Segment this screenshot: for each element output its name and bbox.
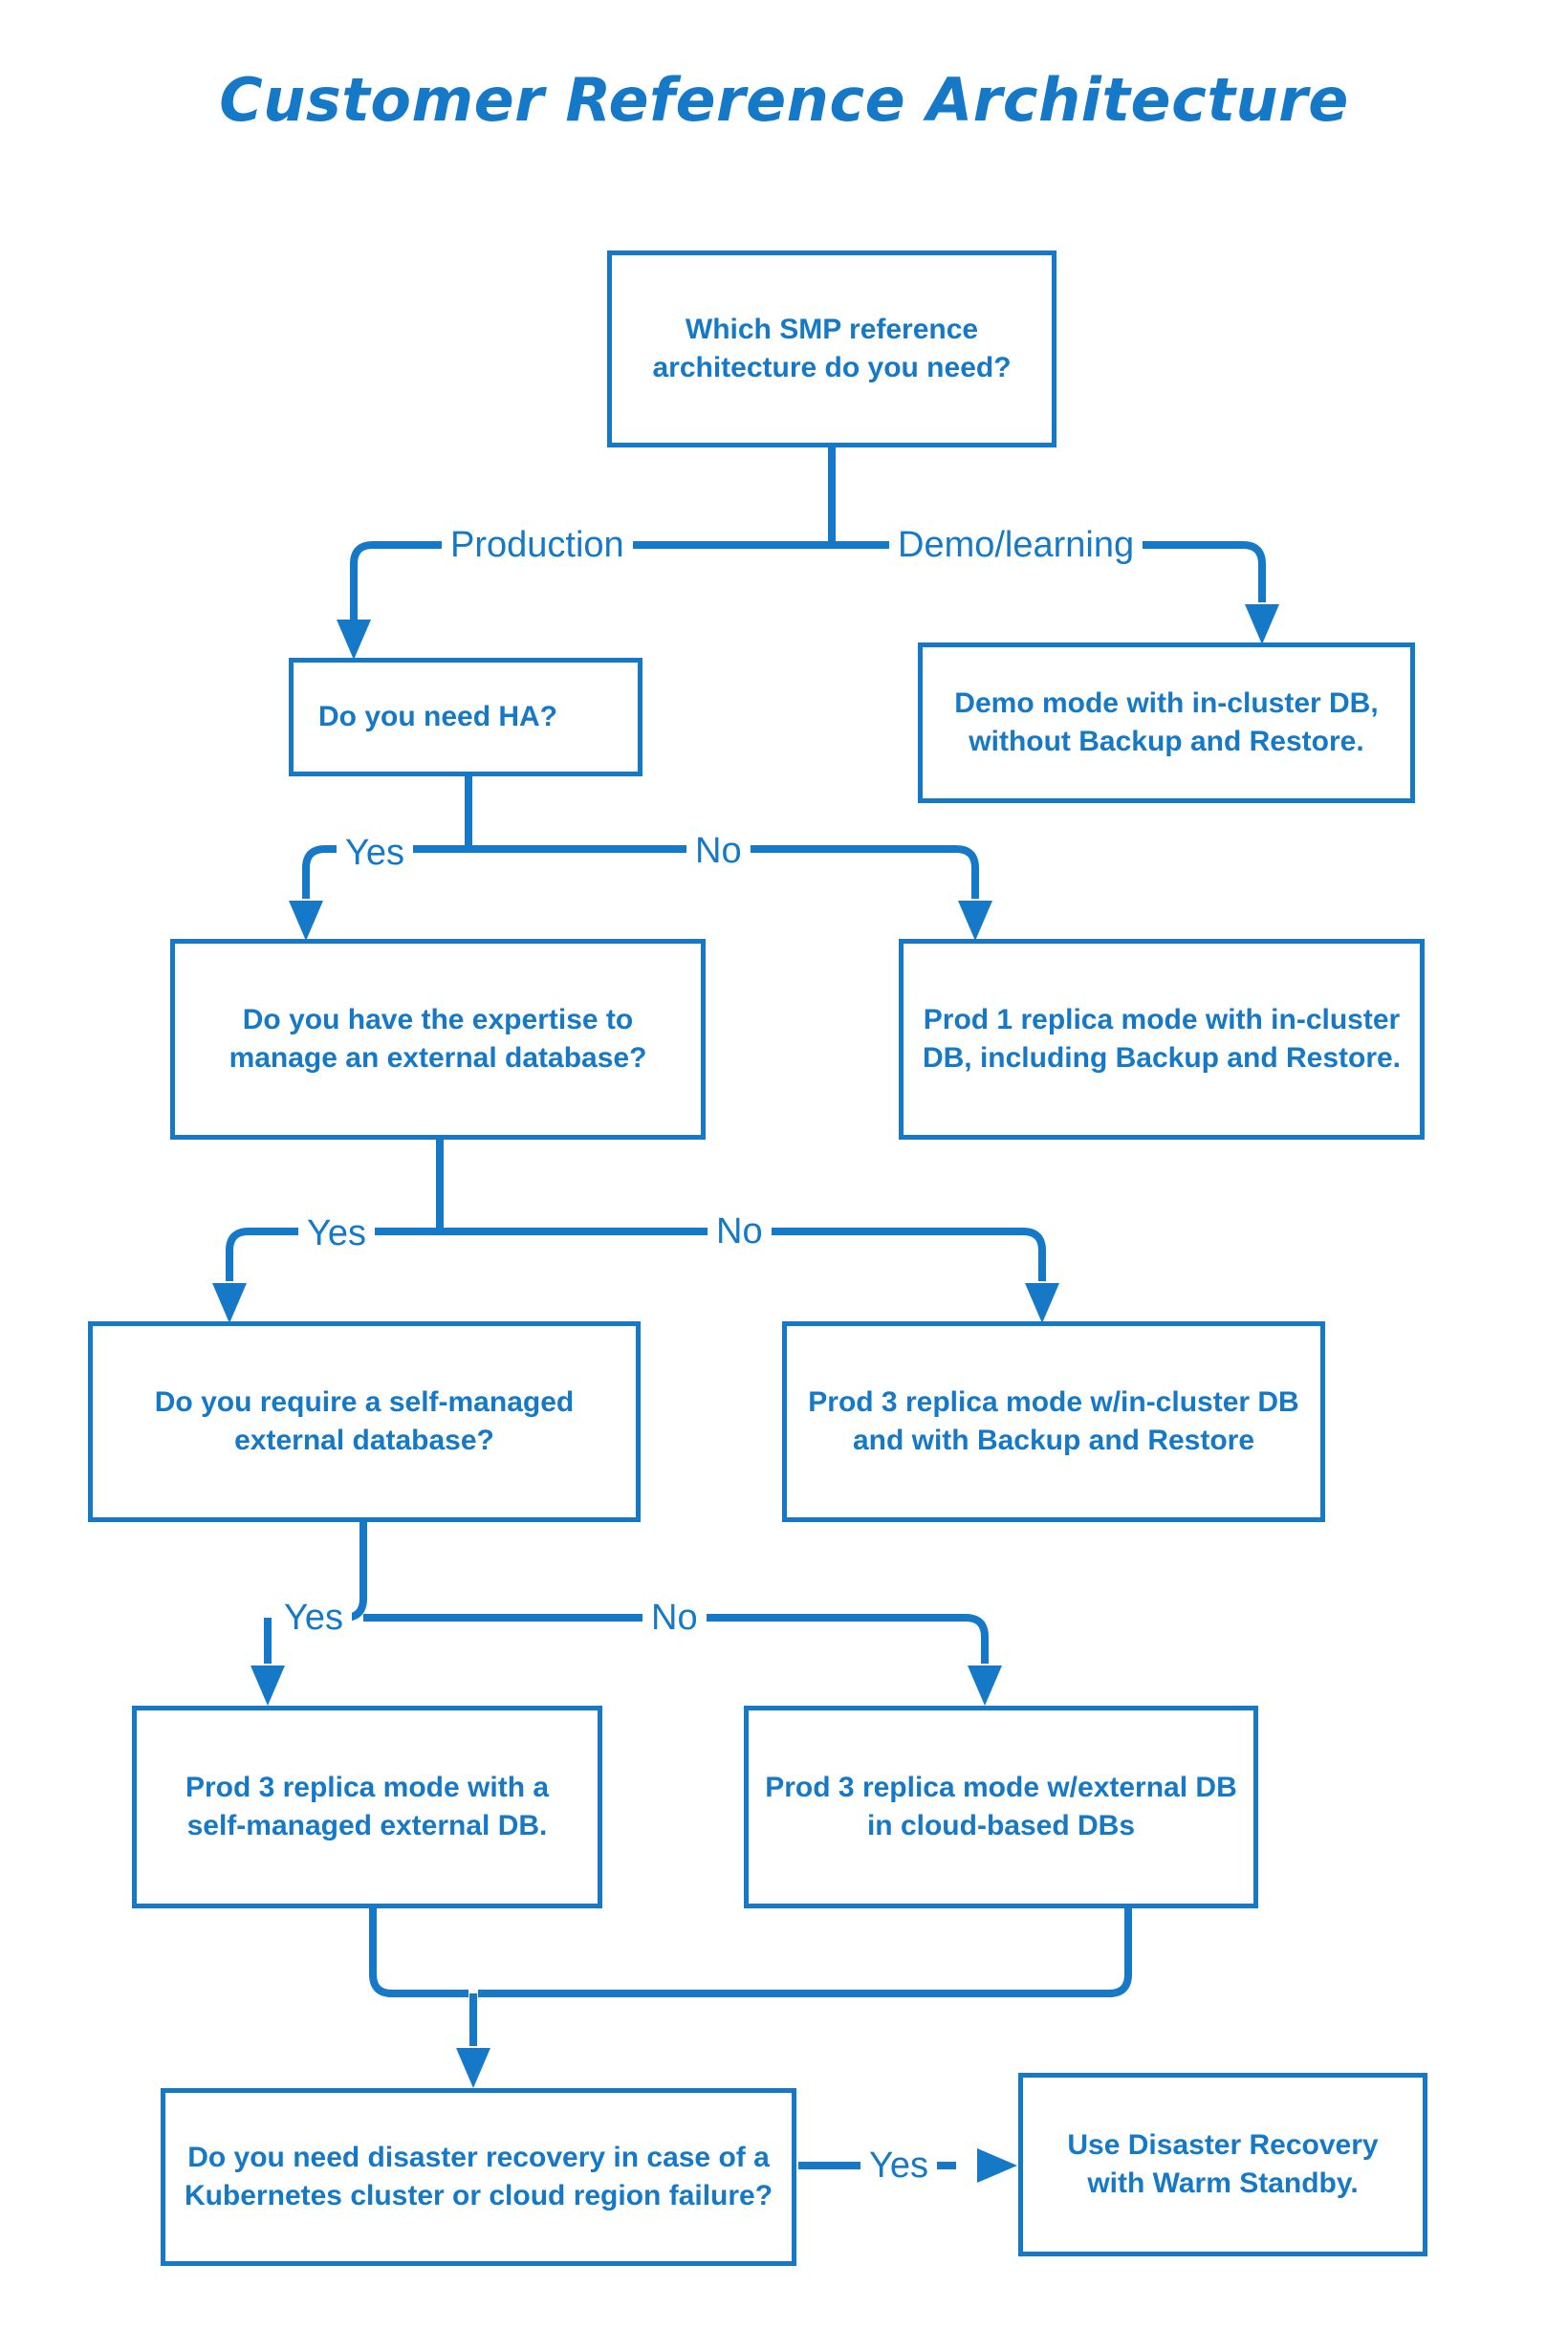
edge-label-dr-yes: Yes (860, 2147, 937, 2184)
arrowhead-n10 (456, 2048, 490, 2088)
edge-n2-to-n5 (468, 845, 979, 899)
node-do-you-need-ha: Do you need HA? (289, 658, 642, 776)
edge-label-ha-no: No (686, 833, 751, 869)
edge-n2-to-n4 (302, 845, 468, 899)
node-label: Do you have the expertise to manage an e… (229, 1004, 647, 1074)
node-label: Which SMP reference architecture do you … (652, 314, 1012, 383)
node-label: Do you require a self-managed external d… (154, 1386, 575, 1456)
edge-n6-to-n9 (363, 1614, 989, 1664)
node-which-smp-reference-architecture: Which SMP reference architecture do you … (607, 250, 1056, 447)
arrowhead-n9 (968, 1666, 1002, 1706)
arrowhead-n7 (1025, 1283, 1059, 1323)
node-label: Prod 3 replica mode w/in-cluster DB and … (808, 1386, 1299, 1456)
arrowhead-n5 (958, 901, 992, 941)
edge-n1-to-n3 (832, 541, 1266, 602)
node-prod-1-replica-mode: Prod 1 replica mode with in-cluster DB, … (899, 939, 1425, 1140)
node-label: Prod 1 replica mode with in-cluster DB, … (922, 1004, 1402, 1074)
node-use-disaster-recovery-warm-standby: Use Disaster Recovery with Warm Standby. (1018, 2073, 1427, 2256)
arrowhead-n2 (337, 620, 371, 660)
node-expertise-external-database: Do you have the expertise to manage an e… (170, 939, 706, 1140)
node-need-disaster-recovery: Do you need disaster recovery in case of… (161, 2088, 796, 2266)
node-require-self-managed-external-db: Do you require a self-managed external d… (88, 1321, 641, 1522)
edge-n4-to-n6 (226, 1228, 440, 1281)
edge-n9-merge (478, 1907, 1132, 1997)
arrowhead-n4 (289, 901, 323, 941)
edge-n8-merge (369, 1907, 468, 1997)
edge-label-selfmanaged-yes: Yes (275, 1600, 352, 1636)
node-label: Prod 3 replica mode w/external DB in clo… (765, 1772, 1237, 1841)
node-label: Use Disaster Recovery with Warm Standby. (1067, 2129, 1379, 2199)
edge-n1-to-n2 (350, 541, 832, 602)
node-demo-mode-in-cluster-db: Demo mode with in-cluster DB, without Ba… (918, 642, 1415, 803)
node-prod-3-replica-cloud-based-dbs: Prod 3 replica mode w/external DB in clo… (744, 1706, 1258, 1908)
edge-label-expertise-yes: Yes (298, 1215, 375, 1252)
arrowhead-n8 (250, 1666, 285, 1706)
arrowhead-n3 (1245, 604, 1279, 644)
edge-label-selfmanaged-no: No (642, 1600, 707, 1636)
edge-label-production: Production (442, 527, 633, 563)
arrowhead-n11 (977, 2148, 1017, 2183)
edge-n4-to-n7 (440, 1228, 1046, 1281)
node-label: Demo mode with in-cluster DB, without Ba… (954, 687, 1379, 757)
node-label: Do you need HA? (318, 701, 558, 733)
page-title: Customer Reference Architecture (219, 65, 1349, 135)
node-prod-3-replica-self-managed-external-db: Prod 3 replica mode with a self-managed … (132, 1706, 602, 1908)
edge-label-demo-learning: Demo/learning (889, 527, 1143, 563)
node-label: Do you need disaster recovery in case of… (184, 2142, 773, 2211)
edge-label-ha-yes: Yes (337, 835, 413, 871)
node-label: Prod 3 replica mode with a self-managed … (185, 1772, 550, 1841)
arrowhead-n6 (212, 1283, 247, 1323)
node-prod-3-replica-in-cluster-db: Prod 3 replica mode w/in-cluster DB and … (782, 1321, 1325, 1522)
edge-label-expertise-no: No (708, 1213, 772, 1250)
